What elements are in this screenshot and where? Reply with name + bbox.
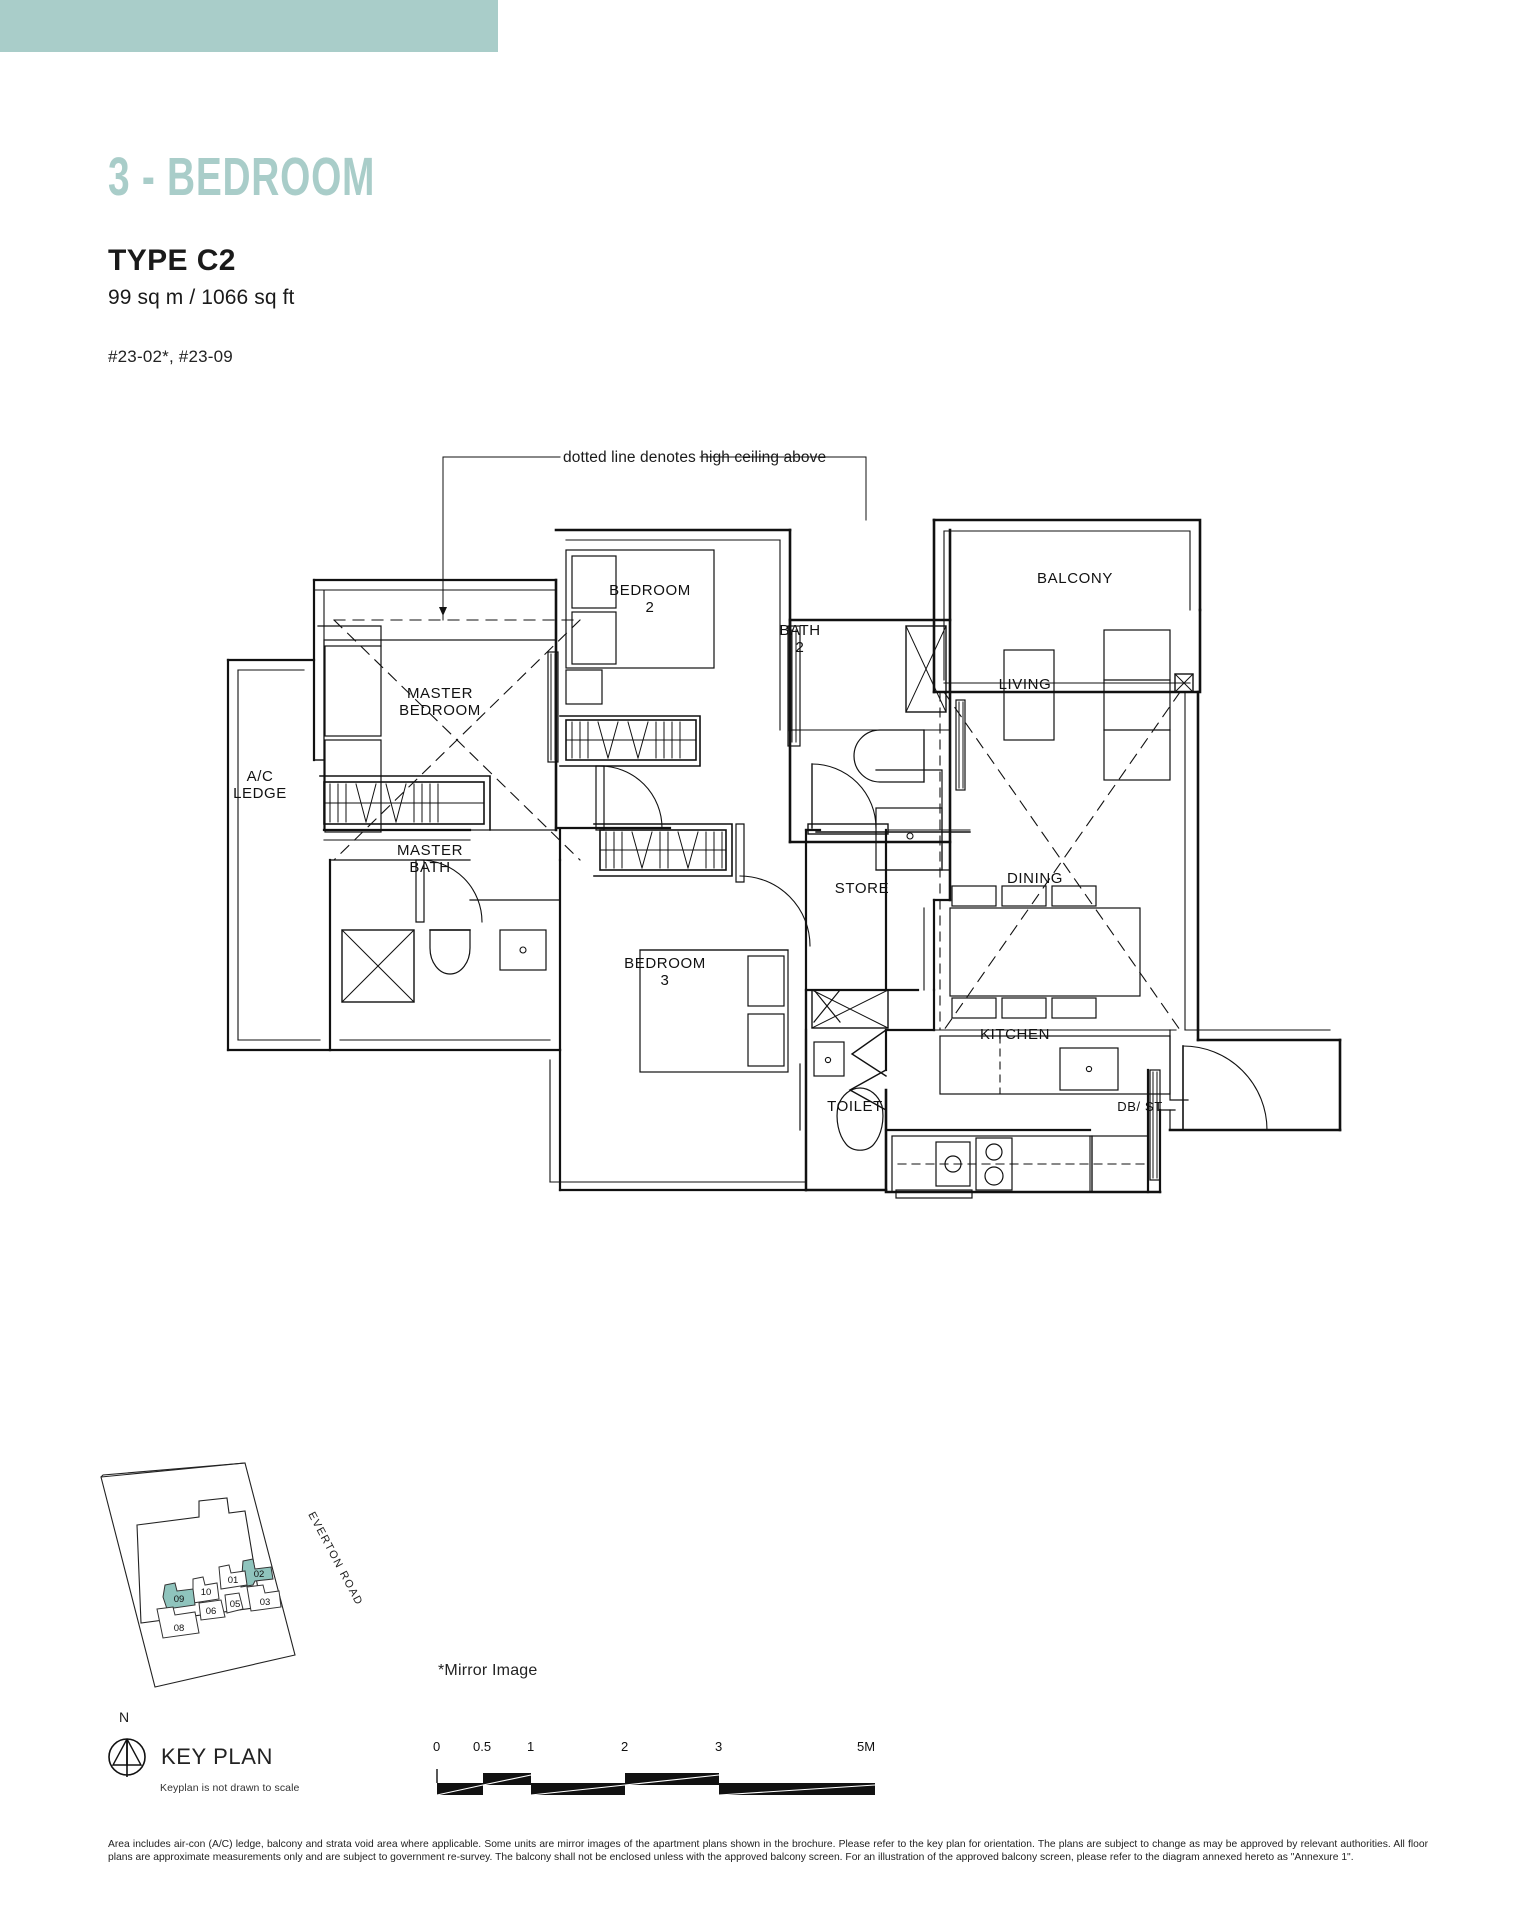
key-plan-subtitle: Keyplan is not drawn to scale — [160, 1782, 300, 1794]
page-header: 3 - BEDROOM TYPE C2 99 sq m / 1066 sq ft… — [108, 150, 479, 365]
keyplan-unit-03 — [246, 1584, 282, 1612]
room-label-toilet: TOILET — [827, 1098, 883, 1115]
room-label-living: LIVING — [998, 676, 1052, 693]
room-label-ac-ledge-line2: LEDGE — [233, 785, 287, 802]
svg-text:02: 02 — [254, 1569, 265, 1580]
key-plan-legend: N KEY PLAN — [105, 1709, 274, 1779]
svg-text:10: 10 — [201, 1587, 212, 1598]
room-label-db-st: DB/ ST — [1117, 1099, 1163, 1114]
room-label-bedroom-2-number: 2 — [645, 599, 655, 616]
room-label-master-bedroom: MASTER — [406, 685, 474, 702]
scale-tick-2: 2 — [621, 1739, 629, 1754]
unit-area-text: 99 sq m / 1066 sq ft — [108, 286, 295, 309]
scale-tick-0: 0 — [433, 1739, 441, 1754]
keyplan-unit-02 — [240, 1558, 274, 1588]
top-accent-bar — [0, 0, 498, 52]
room-label-bedroom-2: BEDROOM — [609, 582, 691, 599]
high-ceiling-note: dotted line denotes high ceiling above — [563, 449, 827, 466]
compass-icon — [108, 1738, 146, 1777]
scale-tick-3: 3 — [715, 1739, 723, 1754]
room-label-kitchen: KITCHEN — [979, 1026, 1051, 1043]
scale-bar: 0 0.5 1 2 3 5M — [433, 1739, 885, 1805]
room-label-balcony: BALCONY — [1037, 570, 1113, 587]
svg-text:01: 01 — [228, 1575, 239, 1586]
room-label-master-bedroom-line2: BEDROOM — [399, 702, 481, 719]
svg-text:05: 05 — [230, 1599, 241, 1610]
scale-tick-0-5: 0.5 — [473, 1739, 492, 1754]
unit-numbers-text: #23-02*, #23-09 — [108, 347, 233, 366]
unit-type-title: TYPE C2 — [108, 244, 236, 277]
svg-text:08: 08 — [174, 1623, 185, 1634]
room-label-dining: DINING — [1006, 870, 1064, 887]
room-label-bath-2: BATH — [779, 622, 821, 639]
north-label: N — [119, 1709, 130, 1725]
room-label-ac-ledge: A/C — [246, 768, 274, 785]
keyplan-unit-06 — [198, 1599, 226, 1621]
room-label-store: STORE — [834, 880, 890, 897]
room-label-bedroom-3: BEDROOM — [624, 955, 706, 972]
svg-text:09: 09 — [174, 1594, 185, 1605]
footer-disclaimer: Area includes air-con (A/C) ledge, balco… — [108, 1839, 1428, 1864]
keyplan-unit-05 — [224, 1592, 244, 1614]
room-label-bedroom-3-number: 3 — [660, 972, 670, 989]
scale-tick-1: 1 — [527, 1739, 535, 1754]
room-label-master-bath: MASTER — [396, 842, 464, 859]
mirror-image-note: *Mirror Image — [438, 1662, 538, 1679]
key-plan-diagram: 02 01 10 09 03 05 06 08 — [95, 1455, 425, 1695]
key-plan-title: KEY PLAN — [161, 1744, 274, 1769]
floor-plan-drawing: BALCONY BEDROOM 2 BATH 2 LIVING MASTER B… — [0, 430, 1536, 1260]
svg-text:06: 06 — [206, 1606, 217, 1617]
unit-category-title: 3 - BEDROOM — [108, 147, 376, 207]
keyplan-unit-01 — [218, 1564, 248, 1590]
scale-tick-5m: 5M — [857, 1739, 876, 1754]
keyplan-unit-09 — [162, 1582, 196, 1610]
keyplan-unit-08 — [156, 1606, 200, 1639]
svg-text:03: 03 — [260, 1597, 271, 1608]
room-label-master-bath-line2: BATH — [409, 859, 451, 876]
room-label-bath-2-number: 2 — [795, 639, 805, 656]
